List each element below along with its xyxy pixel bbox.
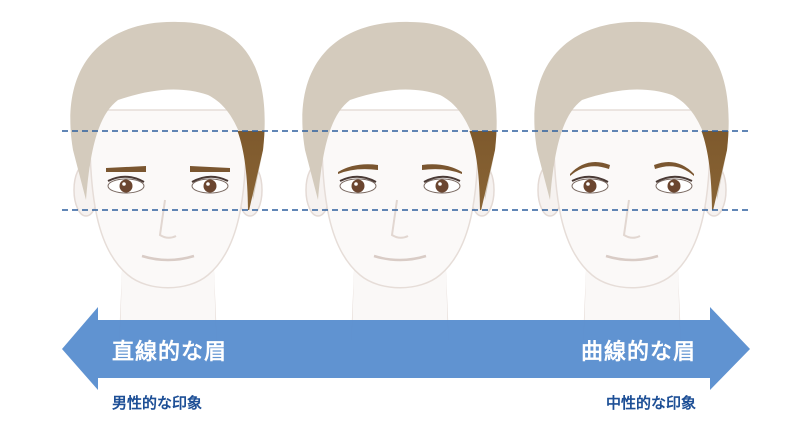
eyebrow-left: [338, 164, 378, 174]
eyebrow-right: [422, 164, 462, 174]
eyebrow-right: [654, 162, 694, 176]
face-straight-brows: [70, 22, 264, 340]
eyebrow-left: [570, 162, 610, 176]
eyebrow-right: [190, 166, 230, 172]
face-slightly-curved-brows: [302, 22, 496, 340]
arrow-label-curved-brows: 曲線的な眉: [580, 340, 696, 365]
impression-masculine: 男性的な印象: [112, 394, 203, 412]
double-arrow: [62, 307, 750, 390]
face-curved-brows: [534, 22, 728, 340]
impression-neutral: 中性的な印象: [605, 394, 696, 412]
arrow-label-straight-brows: 直線的な眉: [112, 340, 228, 365]
eyebrow-left: [106, 166, 146, 172]
